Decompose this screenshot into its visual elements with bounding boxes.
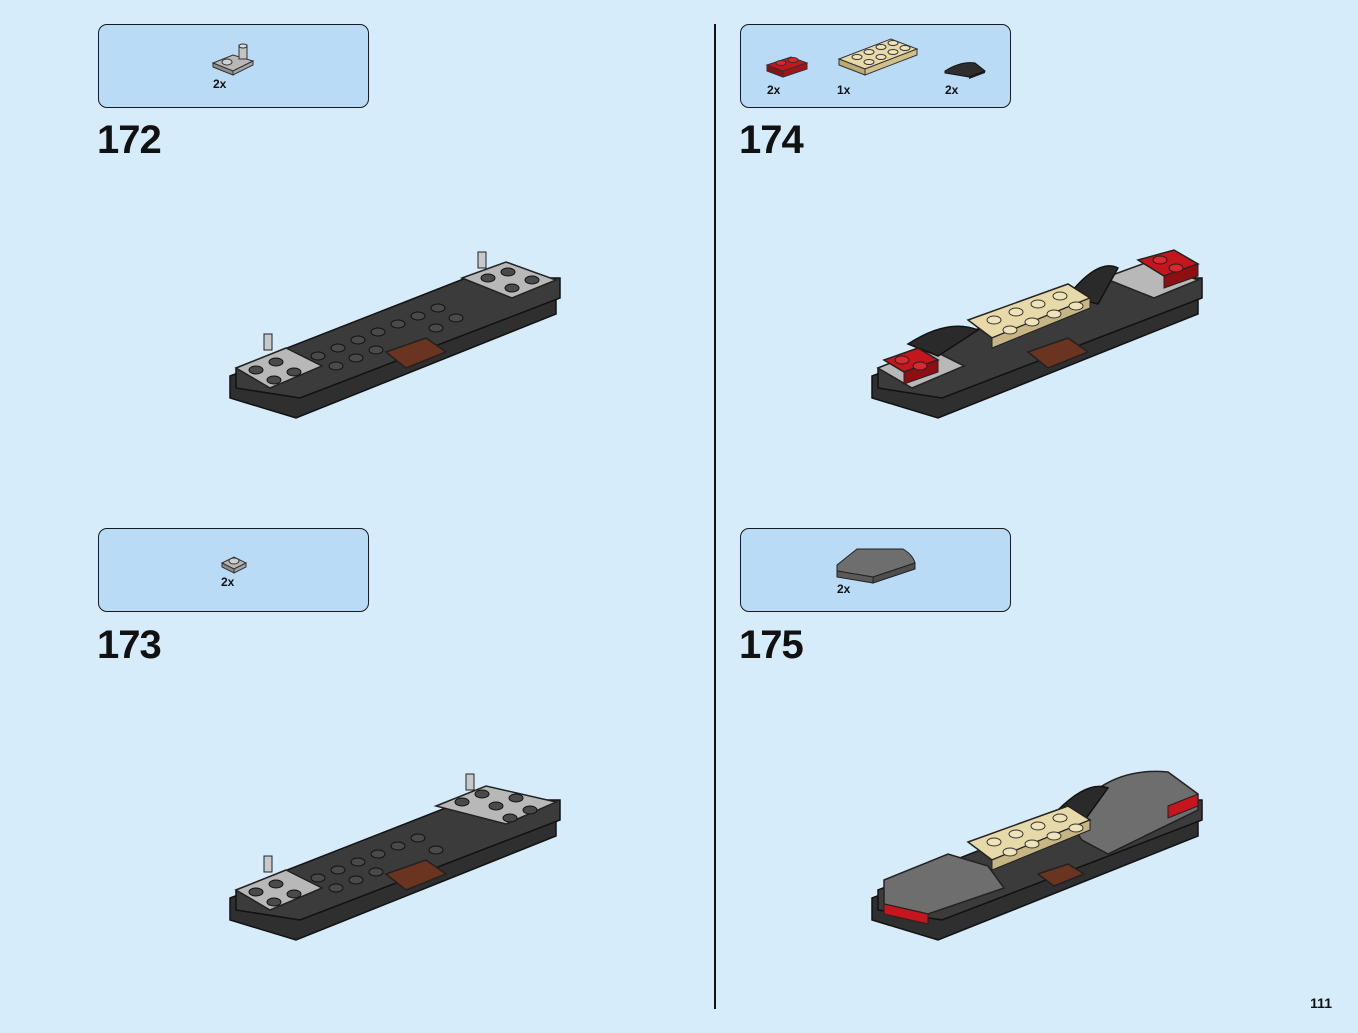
step-number: 173 bbox=[97, 623, 162, 667]
black-slope-part-icon bbox=[944, 62, 986, 79]
parts-callout: 2x 1x 2x bbox=[740, 24, 1011, 108]
step-number: 174 bbox=[739, 118, 804, 162]
page-number: 111 bbox=[1310, 995, 1332, 1011]
page-divider bbox=[714, 24, 716, 1009]
round-plate-part-icon bbox=[220, 556, 248, 574]
part-quantity: 2x bbox=[837, 582, 851, 596]
part-quantity: 2x bbox=[767, 83, 781, 97]
clip-plate-part-icon bbox=[211, 43, 255, 76]
step-number: 172 bbox=[97, 118, 162, 162]
assembly-model-illustration bbox=[871, 249, 1203, 419]
step-number: 175 bbox=[739, 623, 804, 667]
red-plate-part-icon bbox=[765, 56, 809, 78]
parts-callout: 2x bbox=[98, 24, 369, 108]
part-quantity: 2x bbox=[213, 77, 227, 91]
tan-plate-part-icon bbox=[837, 38, 919, 76]
part-quantity: 2x bbox=[945, 83, 959, 97]
assembly-model-illustration bbox=[229, 773, 561, 941]
parts-callout: 2x bbox=[740, 528, 1011, 612]
assembly-model-illustration bbox=[229, 251, 561, 419]
gray-slope-part-icon bbox=[836, 548, 916, 584]
assembly-model-illustration bbox=[871, 770, 1203, 941]
part-quantity: 2x bbox=[221, 575, 235, 589]
parts-callout: 2x bbox=[98, 528, 369, 612]
part-quantity: 1x bbox=[837, 83, 851, 97]
